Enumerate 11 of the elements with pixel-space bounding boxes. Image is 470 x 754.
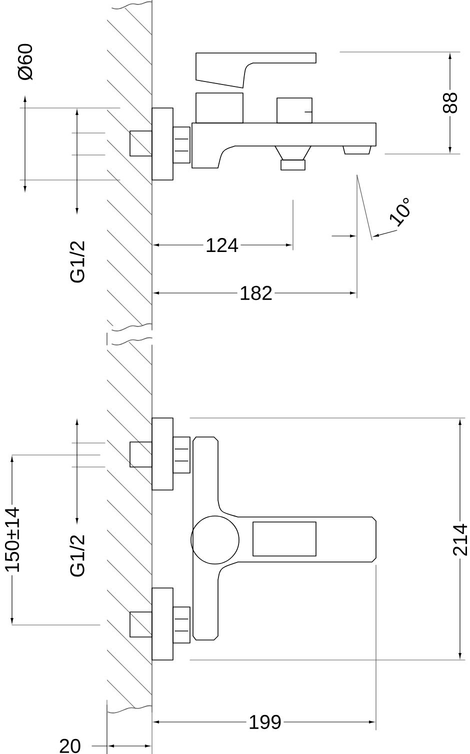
dimension-text: 214	[451, 521, 469, 559]
dimension-text: 182	[237, 284, 275, 302]
dimension-text: G1/2	[68, 532, 86, 580]
dimension-text: 199	[246, 712, 284, 732]
dimension-text: G1/2	[68, 238, 86, 286]
dimension-text: 88	[440, 90, 460, 116]
dimension-text: Ø60	[16, 41, 34, 83]
dimension-text: 124	[203, 236, 241, 254]
dimension-text: 150±14	[2, 504, 22, 576]
dimension-text: 10°	[384, 193, 420, 231]
dimension-text: 20	[56, 736, 84, 754]
